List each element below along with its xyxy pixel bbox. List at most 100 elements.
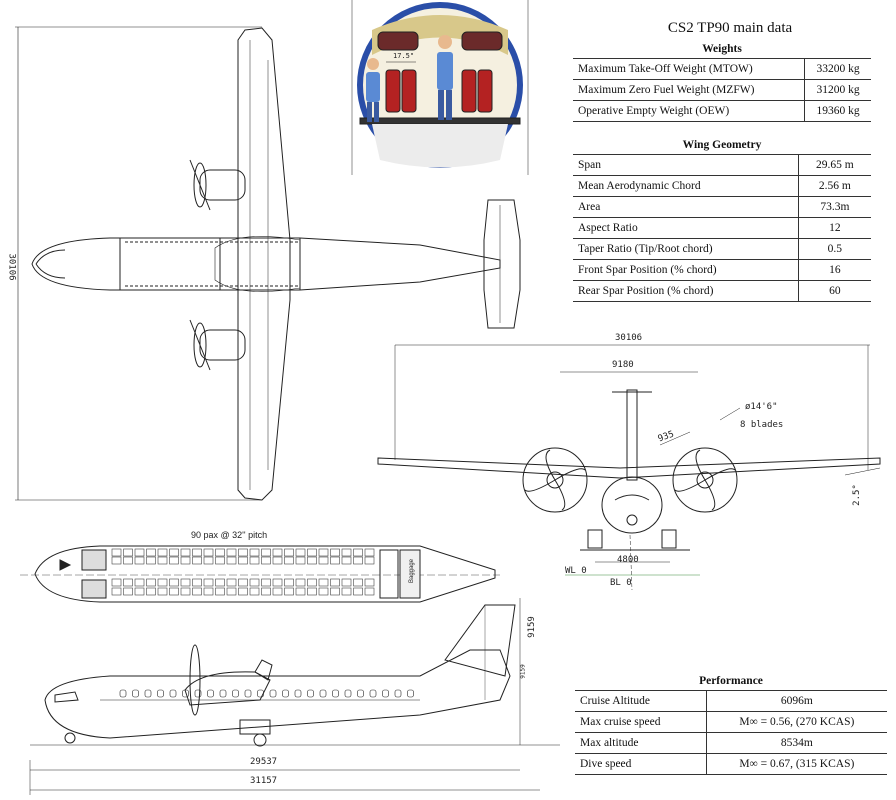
window — [294, 689, 302, 698]
cabin-layout-label: 90 pax @ 32'' pitch — [191, 530, 268, 540]
seat — [134, 587, 145, 596]
seat — [318, 548, 329, 557]
fuselage-length-dimension: 29537 — [250, 757, 278, 767]
seat — [330, 548, 340, 557]
seat — [353, 548, 363, 557]
seat — [284, 548, 294, 557]
front-span-dimension: 30106 — [615, 333, 643, 343]
seat — [307, 548, 317, 557]
seat — [353, 578, 363, 587]
performance-heading: Performance — [699, 675, 763, 687]
seat — [123, 548, 133, 557]
seat — [272, 556, 283, 565]
seat — [341, 548, 352, 557]
seat — [226, 548, 237, 557]
seat — [261, 548, 271, 557]
seat — [295, 578, 306, 587]
seat — [123, 587, 133, 596]
seat — [192, 556, 202, 565]
seat — [249, 587, 260, 596]
table-row: Rear Spar Position (% chord)60 — [573, 280, 871, 302]
seat — [261, 556, 271, 565]
window — [244, 689, 252, 698]
table-row: Taper Ratio (Tip/Root chord)0.5 — [573, 238, 871, 260]
seat — [330, 578, 340, 587]
seat — [146, 556, 156, 565]
overall-length-dimension: 31157 — [250, 776, 278, 786]
seat — [157, 556, 168, 565]
page-title: CS2 TP90 main data — [667, 20, 793, 36]
seat — [318, 556, 329, 565]
seat — [192, 548, 202, 557]
window — [332, 689, 339, 698]
seat — [215, 556, 225, 565]
seat — [146, 578, 156, 587]
seat — [134, 556, 145, 565]
seat — [203, 587, 214, 596]
seat — [226, 587, 237, 596]
seat — [330, 587, 340, 596]
window — [282, 689, 289, 698]
window — [207, 689, 214, 698]
window — [157, 689, 164, 698]
seat — [364, 587, 375, 596]
seat — [341, 578, 352, 587]
window — [232, 689, 239, 698]
window — [219, 689, 227, 698]
side-height-dimension: 9159 — [526, 616, 537, 638]
seat — [192, 578, 202, 587]
wl-label: WL 0 — [565, 566, 587, 576]
table-row: Operative Empty Weight (OEW)19360 kg — [573, 100, 871, 122]
seat — [111, 548, 122, 557]
seat — [238, 556, 248, 565]
seat — [215, 578, 225, 587]
seat — [341, 556, 352, 565]
wing-heading: Wing Geometry — [682, 139, 762, 151]
seat — [353, 556, 363, 565]
seat — [295, 587, 306, 596]
weights-table: Weights Maximum Take-Off Weight (MTOW)33… — [573, 40, 871, 122]
seat — [295, 556, 306, 565]
seat — [272, 587, 283, 596]
prop-blades-label: 8 blades — [740, 420, 784, 430]
seat — [284, 578, 294, 587]
seat — [272, 578, 283, 587]
seat — [111, 578, 122, 587]
seat — [157, 578, 168, 587]
seat — [284, 587, 294, 596]
seat — [134, 548, 145, 557]
seat — [146, 548, 156, 557]
seat — [249, 548, 260, 557]
seat — [180, 587, 191, 596]
window — [319, 689, 327, 698]
seat — [203, 556, 214, 565]
window — [119, 689, 127, 698]
seat — [318, 578, 329, 587]
seat — [364, 548, 375, 557]
seat — [318, 587, 329, 596]
seat — [261, 578, 271, 587]
seat — [249, 578, 260, 587]
seat — [215, 548, 225, 557]
cabin-width-dimension: 17.5" — [393, 52, 415, 60]
seat — [169, 556, 179, 565]
seat — [169, 548, 179, 557]
prop-diameter-label: ø14'6" — [745, 402, 778, 412]
seat — [215, 587, 225, 596]
seat — [180, 548, 191, 557]
seat — [123, 556, 133, 565]
seat — [364, 556, 375, 565]
seat — [238, 548, 248, 557]
seat — [146, 587, 156, 596]
seat — [272, 548, 283, 557]
seat — [364, 578, 375, 587]
